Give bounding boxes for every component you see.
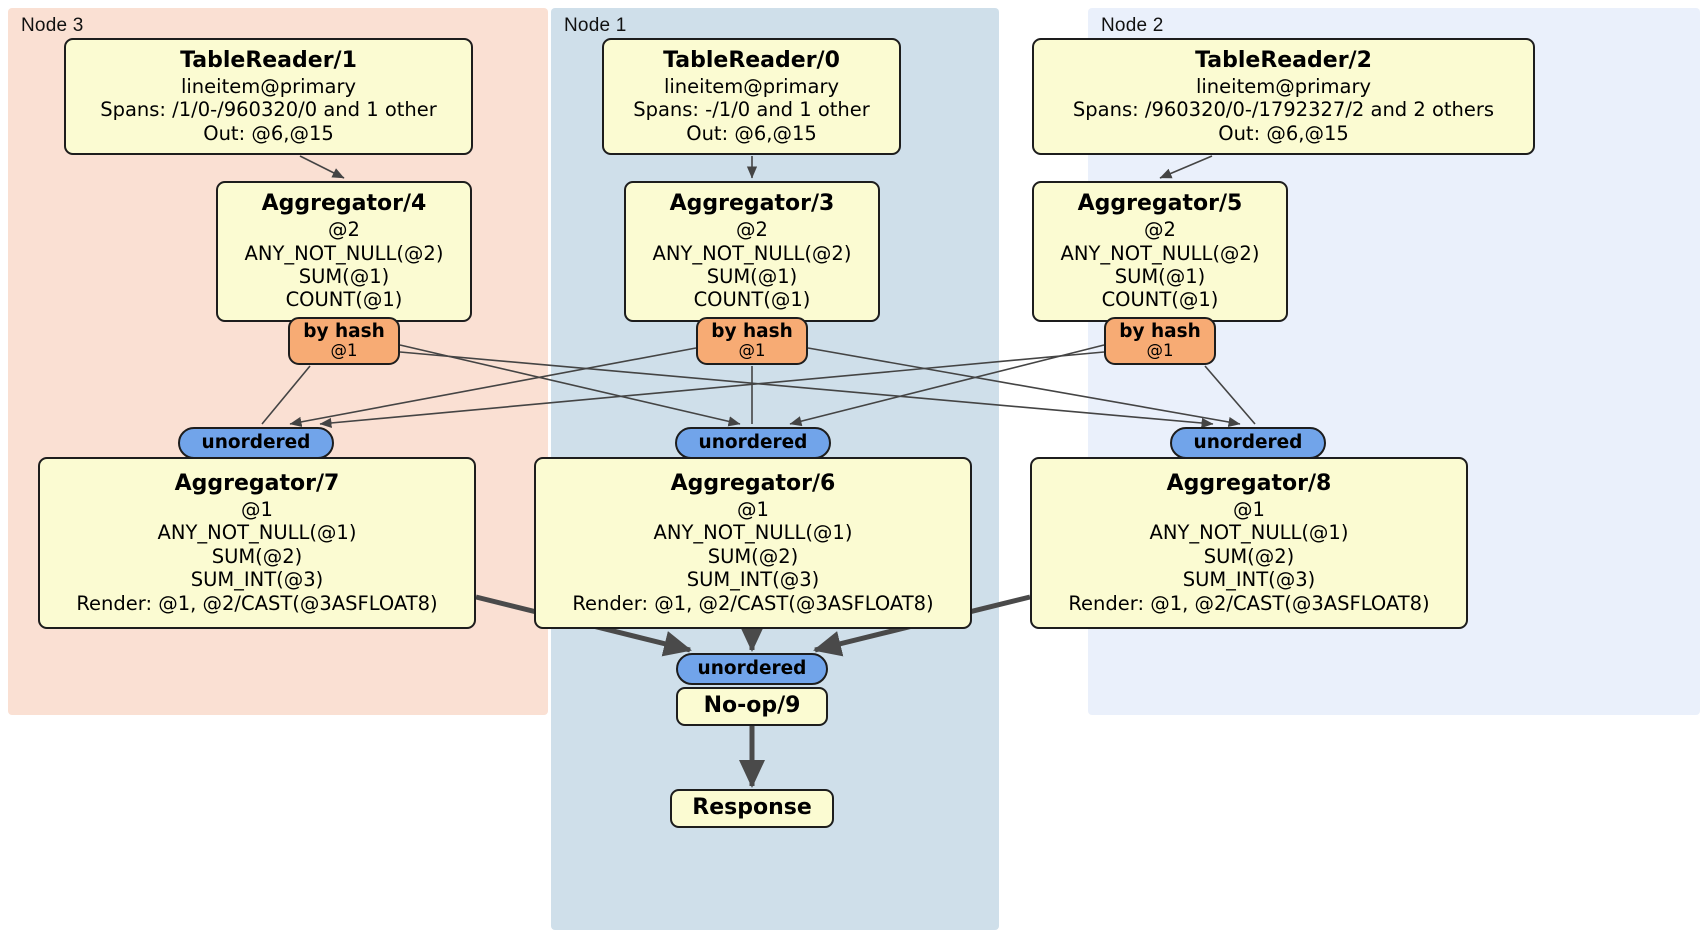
processor-detail-line: Spans: -/1/0 and 1 other (633, 98, 870, 122)
edge-hash5-to-unordered6 (789, 344, 1105, 427)
processor-detail-line: SUM(@1) (1114, 264, 1206, 288)
processor-detail-line: SUM(@1) (706, 264, 798, 288)
processor-detail-line: SUM_INT(@3) (1182, 568, 1316, 592)
unordered-synchronizer-aggregator-8[interactable]: unordered (1170, 427, 1326, 459)
badge-subtitle: @1 (738, 341, 766, 361)
badge-title: unordered (697, 658, 807, 680)
processor-detail-line: @2 (328, 218, 360, 242)
processor-detail-line: Render: @1, @2/CAST(@3ASFLOAT8) (76, 591, 438, 615)
processor-title: Aggregator/7 (174, 471, 340, 497)
processor-detail-line: ANY_NOT_NULL(@1) (653, 521, 853, 545)
badge-title: by hash (303, 320, 385, 342)
processor-detail-line: Spans: /960320/0-/1792327/2 and 2 others (1072, 98, 1495, 122)
node-label-node3: Node 3 (21, 15, 84, 36)
node-label-node2: Node 2 (1101, 15, 1164, 36)
edge-hash3-to-unordered7 (289, 347, 697, 427)
processor-detail-line: SUM(@2) (1203, 544, 1295, 568)
edge-tablereader1-to-aggregator4 (299, 155, 345, 179)
unordered-synchronizer-aggregator-6[interactable]: unordered (675, 427, 831, 459)
badge-title: by hash (1119, 320, 1201, 342)
processor-detail-line: @1 (1233, 497, 1265, 521)
edge-hash3-to-unordered8 (807, 347, 1241, 428)
processor-detail-line: Spans: /1/0-/960320/0 and 1 other (100, 98, 437, 122)
processor-detail-line: @1 (241, 497, 273, 521)
hash-router-aggregator-5[interactable]: by hash@1 (1104, 317, 1216, 365)
processor-title: No-op/9 (703, 693, 801, 719)
processor-detail-line: Render: @1, @2/CAST(@3ASFLOAT8) (572, 591, 934, 615)
unordered-synchronizer-no-op-9[interactable]: unordered (676, 653, 828, 685)
node-label-node1: Node 1 (564, 15, 627, 36)
processor-title: TableReader/0 (663, 48, 840, 73)
processor-detail-line: SUM(@1) (298, 264, 390, 288)
processor-title: TableReader/1 (180, 48, 357, 73)
processor-detail-line: ANY_NOT_NULL(@1) (1149, 521, 1349, 545)
processor-no-op-9[interactable]: No-op/9 (676, 687, 828, 726)
edge-hash4-to-unordered7 (261, 365, 311, 425)
processor-title: Aggregator/5 (1077, 191, 1243, 217)
processor-title: Aggregator/6 (670, 471, 836, 497)
processor-detail-line: ANY_NOT_NULL(@2) (652, 241, 852, 265)
edge-hash4-to-unordered8 (399, 351, 1214, 429)
processor-detail-line: ANY_NOT_NULL(@1) (157, 521, 357, 545)
processor-response[interactable]: Response (670, 789, 834, 828)
badge-title: unordered (1193, 432, 1303, 454)
processor-detail-line: Render: @1, @2/CAST(@3ASFLOAT8) (1068, 591, 1430, 615)
badge-title: unordered (698, 432, 808, 454)
hash-router-aggregator-3[interactable]: by hash@1 (696, 317, 808, 365)
processor-detail-line: SUM_INT(@3) (190, 568, 324, 592)
processor-detail-line: COUNT(@1) (285, 288, 403, 312)
processor-detail-line: COUNT(@1) (693, 288, 811, 312)
processor-title: Aggregator/3 (669, 191, 835, 217)
badge-subtitle: @1 (1146, 341, 1174, 361)
processor-detail-line: lineitem@primary (1195, 74, 1372, 98)
processor-title: Response (692, 795, 812, 821)
edge-hash4-to-unordered6 (399, 344, 741, 427)
processor-detail-line: lineitem@primary (663, 74, 840, 98)
processor-title: TableReader/2 (1195, 48, 1372, 73)
processor-detail-line: SUM(@2) (211, 544, 303, 568)
processor-detail-line: Out: @6,@15 (203, 121, 334, 145)
badge-title: unordered (201, 432, 311, 454)
processor-detail-line: COUNT(@1) (1101, 288, 1219, 312)
processor-detail-line: @2 (736, 218, 768, 242)
edge-hash5-to-unordered8 (1204, 365, 1256, 425)
processor-detail-line: SUM(@2) (707, 544, 799, 568)
processor-detail-line: Out: @6,@15 (686, 121, 817, 145)
edge-tablereader2-to-aggregator5 (1159, 155, 1213, 179)
edge-hash5-to-unordered7 (319, 351, 1105, 429)
processor-detail-line: SUM_INT(@3) (686, 568, 820, 592)
processor-title: Aggregator/8 (1166, 471, 1332, 497)
badge-title: by hash (711, 320, 793, 342)
processor-detail-line: Out: @6,@15 (1218, 121, 1349, 145)
badge-subtitle: @1 (330, 341, 358, 361)
processor-detail-line: @2 (1144, 218, 1176, 242)
processor-title: Aggregator/4 (261, 191, 427, 217)
processor-detail-line: @1 (737, 497, 769, 521)
processor-detail-line: lineitem@primary (180, 74, 357, 98)
hash-router-aggregator-4[interactable]: by hash@1 (288, 317, 400, 365)
unordered-synchronizer-aggregator-7[interactable]: unordered (178, 427, 334, 459)
processor-detail-line: ANY_NOT_NULL(@2) (244, 241, 444, 265)
processor-detail-line: ANY_NOT_NULL(@2) (1060, 241, 1260, 265)
